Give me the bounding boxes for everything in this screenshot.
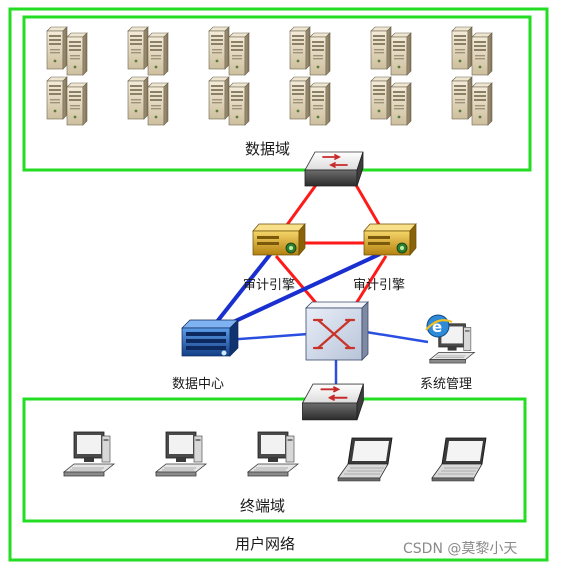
server-rack-icon: [452, 27, 492, 125]
link-right-engine-core: [350, 255, 388, 311]
server-cluster-3: [209, 27, 249, 125]
server-cluster-4: [290, 27, 330, 125]
server-rack-icon: [290, 27, 330, 125]
audit-engine-left-icon: [252, 223, 306, 256]
core-switch-icon: [304, 300, 370, 362]
link-left-engine-core: [274, 255, 324, 311]
user-network-label: 用户网络: [235, 535, 295, 553]
server-rack-icon: [47, 27, 87, 125]
audit-engine-right-icon: [363, 223, 417, 256]
link-core-management: [365, 330, 429, 344]
desktop-pc-icon: [63, 431, 115, 477]
desktop-pc-icon: [155, 431, 207, 477]
terminal-domain-label: 终端域: [240, 497, 285, 515]
system-management-label: 系统管理: [420, 377, 472, 392]
server-rack-icon: [128, 27, 168, 125]
svg-text:e: e: [432, 318, 442, 336]
server-cluster-5: [371, 27, 411, 125]
link-datacenter-core: [225, 332, 309, 342]
audit-engine-left-label: 审计引擎: [243, 278, 295, 293]
data-domain-label: 数据域: [245, 140, 290, 158]
server-cluster-1: [47, 27, 87, 125]
laptop-icon: [337, 437, 393, 482]
desktop-pc-icon: [247, 431, 299, 477]
management-workstation: e: [425, 314, 475, 364]
server-cluster-6: [452, 27, 492, 125]
rack-server-icon: [181, 319, 239, 357]
blue-links: [210, 250, 381, 332]
terminal-domain-frame: [22, 397, 527, 523]
laptop-icon: [431, 437, 487, 482]
watermark: CSDN @莫黎小天: [403, 541, 517, 557]
server-rack-icon: [209, 27, 249, 125]
network-switch-icon: [301, 383, 365, 421]
server-cluster-2: [128, 27, 168, 125]
server-rack-icon: [371, 27, 411, 125]
link-datacenter-right-engine: [215, 252, 381, 332]
data-center-label: 数据中心: [172, 377, 224, 392]
user-network-frame: [8, 7, 549, 562]
link-datacenter-left-engine: [210, 250, 274, 330]
data-domain-frame: [22, 15, 532, 172]
network-switch-icon: [304, 151, 364, 187]
audit-engine-right-label: 审计引擎: [353, 278, 405, 293]
blue-links-thin: [225, 330, 429, 386]
